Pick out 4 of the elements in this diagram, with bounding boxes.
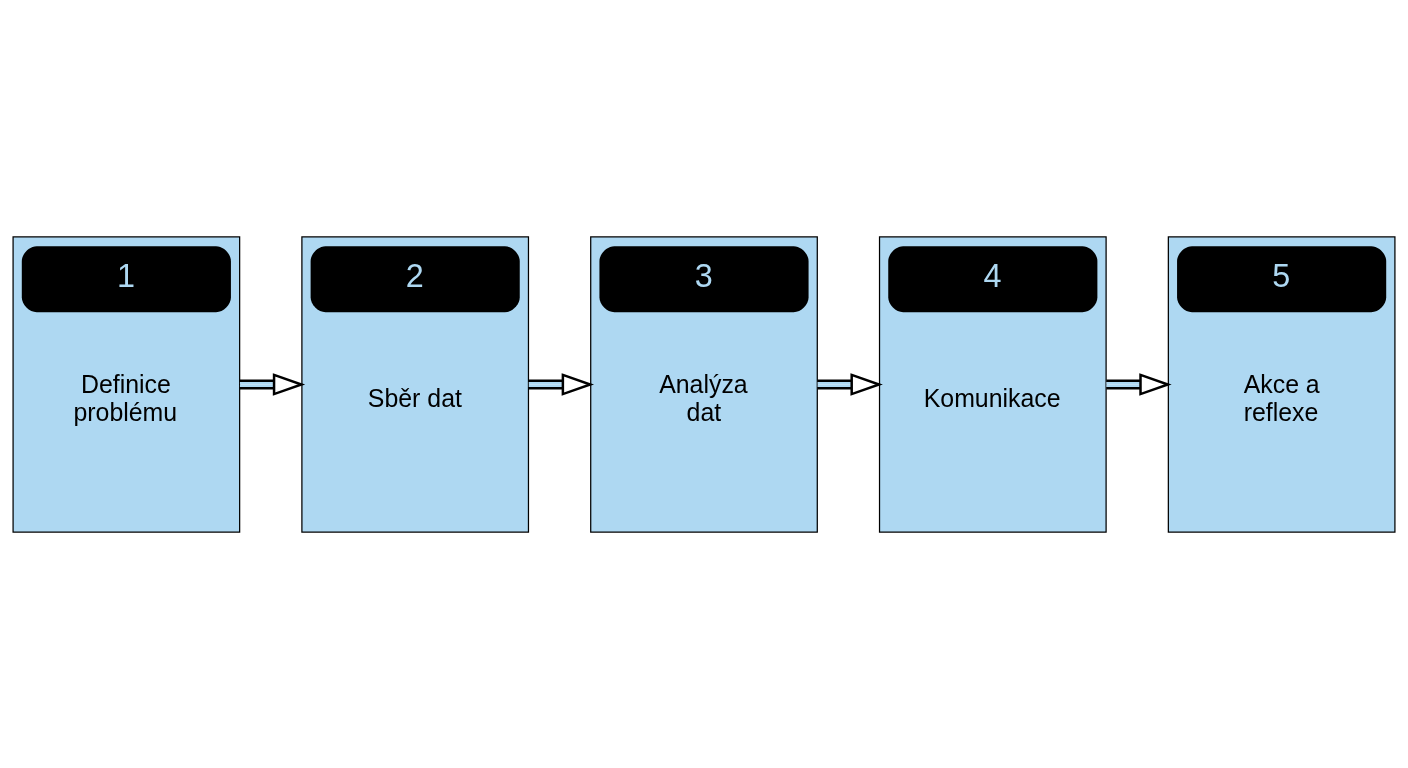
arrow bbox=[239, 372, 306, 396]
arrow bbox=[528, 372, 595, 396]
arrow bbox=[1106, 372, 1172, 396]
arrow bbox=[817, 372, 883, 396]
